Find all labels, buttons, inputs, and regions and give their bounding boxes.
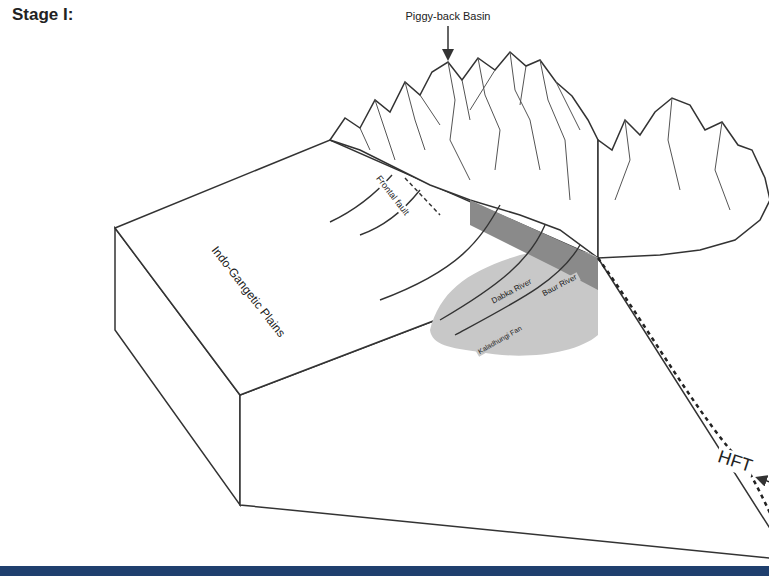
stage-title: Stage I: [12,6,73,25]
basin-label: Piggy-back Basin [406,10,491,22]
